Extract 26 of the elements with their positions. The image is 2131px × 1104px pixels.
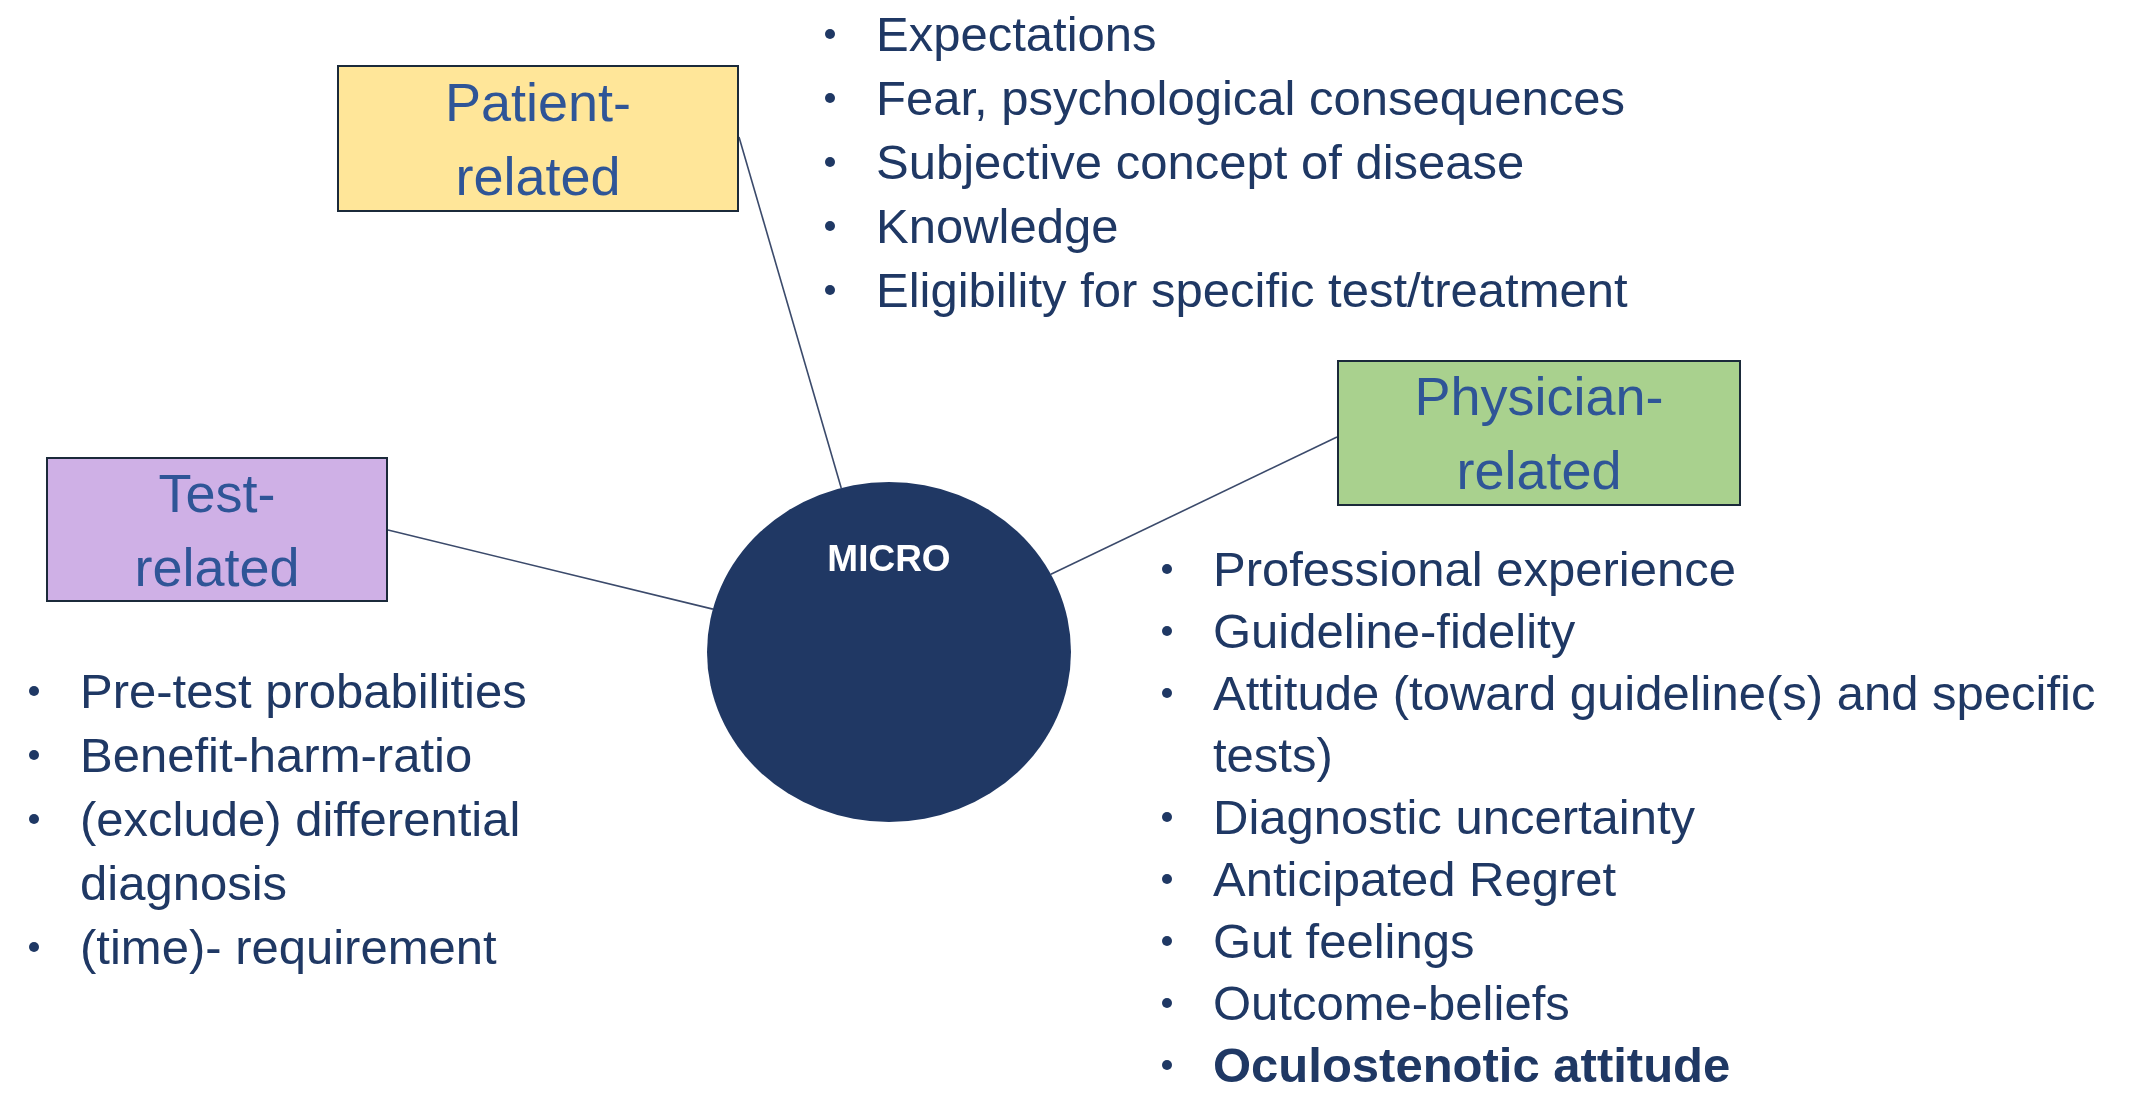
bullet-item: Guideline-fidelity: [1213, 603, 1576, 660]
bullet-item: Pre-test probabilities: [80, 663, 527, 720]
bullet-item: Eligibility for specific test/treatment: [876, 262, 1628, 319]
circle-label: MICRO: [827, 538, 951, 581]
bullet-item: Outcome-beliefs: [1213, 975, 1570, 1032]
category-box: [1337, 360, 1741, 506]
bullet-item: Gut feelings: [1213, 913, 1475, 970]
bullet-item: Professional experience: [1213, 541, 1736, 598]
bullet-item: Benefit-harm-ratio: [80, 727, 473, 784]
bullet-item: (exclude) differential diagnosis: [80, 791, 522, 912]
bullet-item: Diagnostic uncertainty: [1213, 789, 1696, 846]
bullet-item: Oculostenotic attitude: [1213, 1037, 1731, 1094]
connector-line: [1050, 436, 1338, 576]
category-label: Test- related: [133, 461, 301, 599]
bullet-item: Expectations: [876, 6, 1157, 63]
bullet-item: Knowledge: [876, 198, 1119, 255]
connector-line: [387, 529, 714, 610]
bullet-item: Fear, psychological consequences: [876, 70, 1626, 127]
bullet-item: (time)- requirement: [80, 919, 497, 976]
category-box: [337, 65, 739, 212]
bullet-item: Subjective concept of disease: [876, 134, 1525, 191]
category-label: Patient- related: [443, 70, 633, 208]
bullet-item: Attitude (toward guideline(s) and specific tests): [1213, 665, 2097, 784]
bullet-item: Anticipated Regret: [1213, 851, 1617, 908]
category-box: [46, 457, 388, 602]
category-label: Physician- related: [1413, 365, 1665, 502]
